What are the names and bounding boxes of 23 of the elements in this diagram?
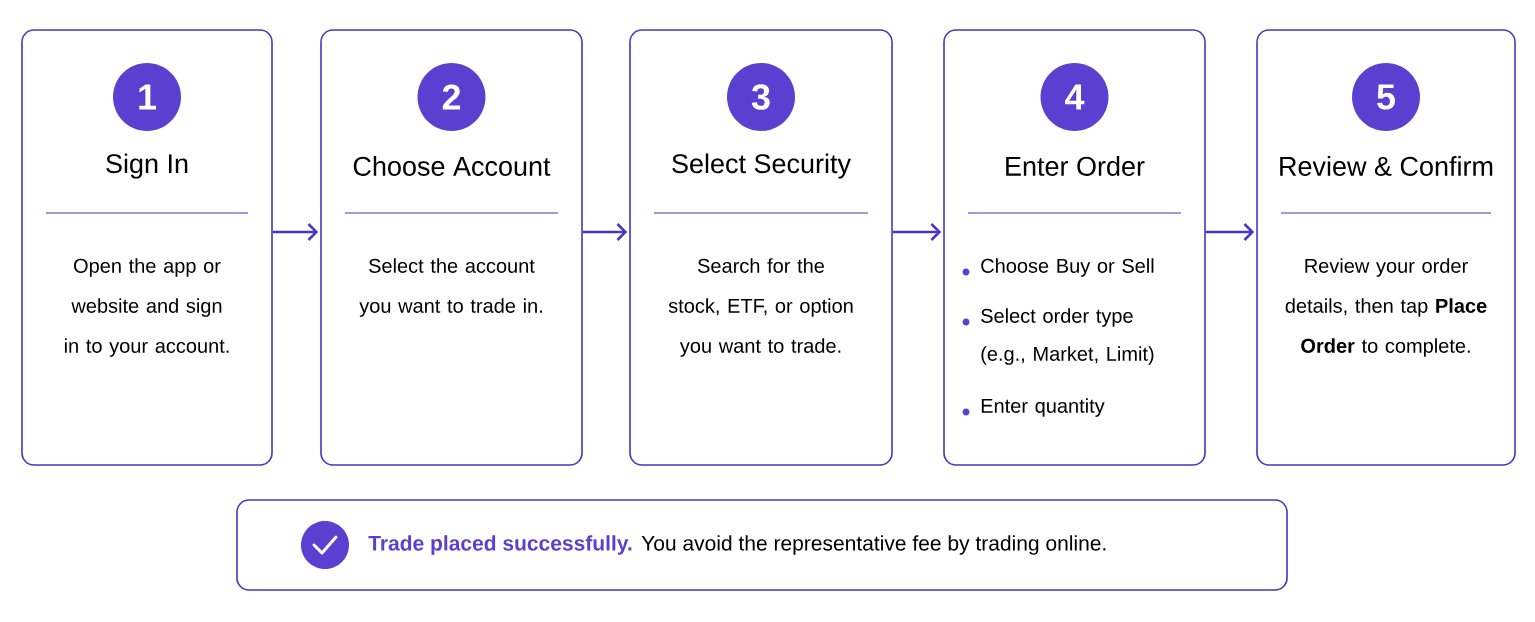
- step-description: Review your order details, then tap Place Order to complete.: [1285, 258, 1487, 357]
- step-description: Select the account you want to trade in.: [359, 258, 542, 317]
- list-item: Enter quantity: [962, 398, 1105, 417]
- step-number: 4: [1040, 63, 1109, 131]
- banner-text: You avoid the representative fee by trading online.: [641, 535, 1106, 555]
- arrow: [892, 223, 942, 241]
- step-number: 3: [727, 63, 795, 131]
- step-title: Review & Confirm: [1280, 156, 1493, 176]
- arrow: [582, 223, 628, 241]
- step-number: 1: [113, 63, 181, 131]
- step-title: Select Security: [672, 153, 851, 179]
- step-number: 5: [1352, 63, 1420, 131]
- arrow: [272, 223, 319, 241]
- step-number: 2: [417, 63, 486, 131]
- arrow: [1205, 223, 1255, 241]
- list-item: Select order type (e.g., Market, Limit): [962, 308, 1154, 365]
- list-item: Choose Buy or Sell: [962, 258, 1154, 277]
- step-title: Enter Order: [1006, 156, 1145, 176]
- step-description: Open the app or website and sign in to your account.: [64, 258, 229, 357]
- step-title: Choose Account: [353, 156, 551, 176]
- step-description: Search for the stock, ETF, or option you want to trade.: [668, 258, 853, 357]
- step-title: Sign In: [106, 153, 188, 179]
- banner-heading: Trade placed successfully.: [368, 535, 632, 555]
